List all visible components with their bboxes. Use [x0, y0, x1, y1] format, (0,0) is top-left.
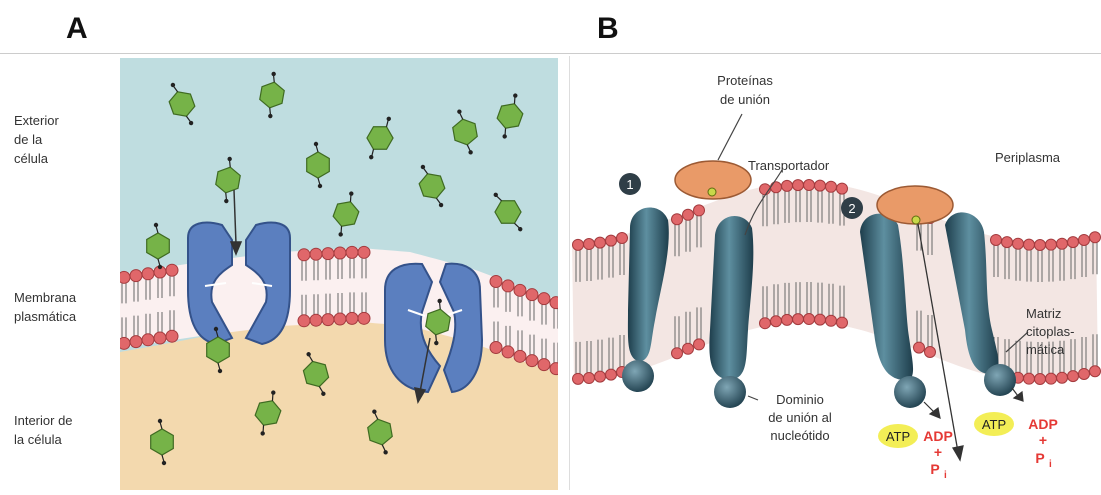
atp-label-1: ATP: [886, 429, 910, 444]
panel-a-labels: Exterior de la célula Membrana plasmátic…: [14, 113, 77, 447]
transporter-2: [860, 212, 1016, 408]
step-marker-1: 1: [619, 173, 641, 195]
inside-label-line-2: la célula: [14, 432, 62, 447]
panel-letter-a: A: [66, 12, 88, 45]
plus-2: +: [1039, 432, 1047, 448]
transport-arrow-2: [414, 337, 431, 405]
adp-2: ADP: [1028, 416, 1058, 432]
matrix-label-line-3: mática: [1026, 342, 1065, 357]
solute-molecules: [146, 71, 524, 466]
leader-lines: [717, 113, 1029, 401]
channel-protein-1: [187, 221, 291, 346]
release-arrows: [923, 387, 1024, 419]
adp-pi-1: ADP + P i: [923, 428, 953, 481]
binding-protein-docked: [876, 185, 954, 225]
matrix-label-line-1: Matriz: [1026, 306, 1061, 321]
binding-proteins-line-1: Proteínas: [717, 73, 773, 88]
p-2: P: [1035, 450, 1044, 466]
nbd-label-line-2: de unión al: [768, 410, 832, 425]
p-1: P: [930, 461, 939, 477]
nbd-label-line-1: Dominio: [776, 392, 824, 407]
transport-arrow-1: [229, 189, 243, 256]
panel-b-labels: Proteínas de unión Transportador Peripla…: [717, 73, 1074, 443]
nbd-label-line-3: nucleótido: [770, 428, 829, 443]
plus-1: +: [934, 444, 942, 460]
transporter-label: Transportador: [748, 158, 830, 173]
transporter-1: [622, 207, 754, 408]
atp-badge-1: ATP: [878, 424, 918, 448]
atp-label-2: ATP: [982, 417, 1006, 432]
step-number-2: 2: [848, 201, 855, 216]
outside-label-line-1: Exterior: [14, 113, 59, 128]
membrane-label-line-1: Membrana: [14, 290, 77, 305]
adp-1: ADP: [923, 428, 953, 444]
panel-b: 1 2 ATP ATP: [569, 56, 1101, 490]
panel-a: Exterior de la célula Membrana plasmátic…: [14, 58, 558, 490]
step-number-1: 1: [626, 177, 633, 192]
outside-label-line-3: célula: [14, 151, 49, 166]
pi-subscript-2: i: [1049, 459, 1052, 470]
membrane-label-line-2: plasmática: [14, 309, 77, 324]
matrix-label-line-2: citoplas-: [1026, 324, 1074, 339]
inside-label-line-1: Interior de: [14, 413, 73, 428]
atp-badge-2: ATP: [974, 412, 1014, 436]
periplasm-label: Periplasma: [995, 150, 1061, 165]
step-marker-2: 2: [841, 197, 863, 219]
binding-protein-free: [674, 160, 752, 200]
panel-letter-b: B: [597, 12, 619, 45]
substrate-path: [917, 223, 964, 462]
pi-subscript-1: i: [944, 470, 947, 481]
adp-pi-2: ADP + P i: [1028, 416, 1058, 470]
outside-label-line-2: de la: [14, 132, 43, 147]
binding-proteins-line-2: de unión: [720, 92, 770, 107]
